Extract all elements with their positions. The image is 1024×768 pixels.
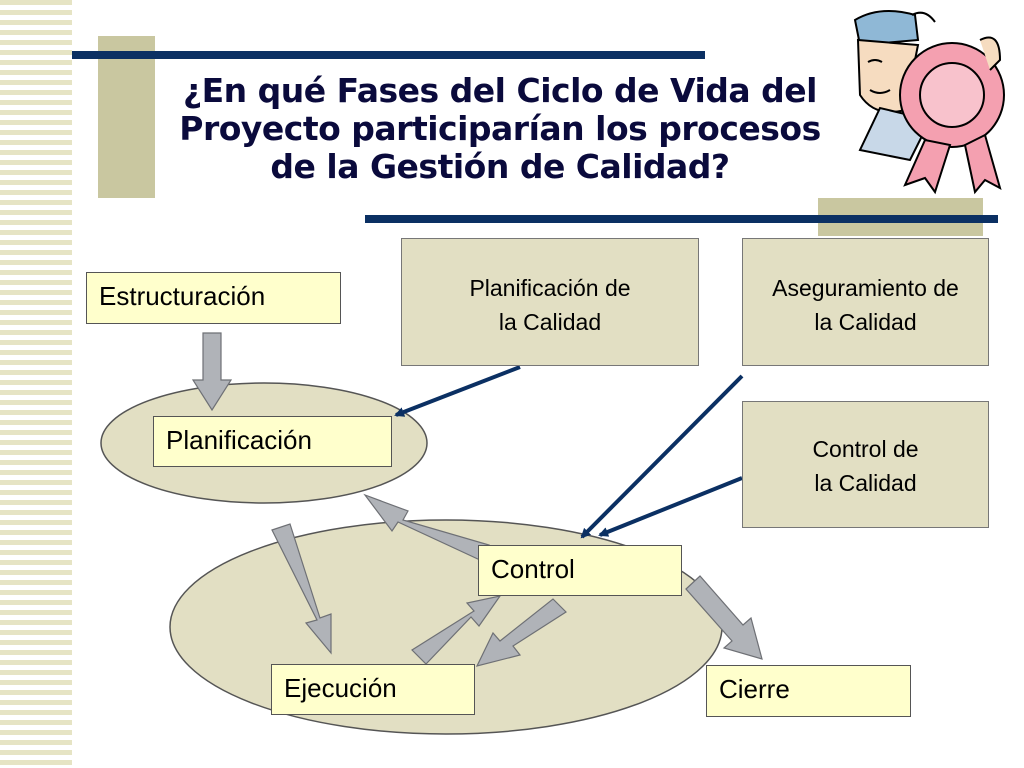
phase-cierre: Cierre	[706, 665, 911, 717]
accent-block-left	[98, 36, 155, 198]
phase-control: Control	[478, 545, 682, 596]
process-control-calidad-line2: la Calidad	[814, 470, 917, 496]
title-line-2: Proyecto participarían los procesos	[179, 109, 821, 148]
phase-estructuracion: Estructuración	[86, 272, 341, 324]
phase-planificacion: Planificación	[153, 416, 392, 467]
striped-margin	[0, 0, 72, 768]
award-ribbon-man-icon	[853, 10, 1005, 195]
title-rule-top	[72, 51, 705, 59]
arrow-ejecucion-to-control	[411, 595, 502, 665]
process-aseguramiento-calidad: Aseguramiento de la Calidad	[742, 238, 989, 366]
page-title: ¿En qué Fases del Ciclo de Vida del Proy…	[130, 72, 870, 186]
arrow-estructuracion-to-planificacion	[191, 332, 233, 412]
process-aseguramiento-calidad-line1: Aseguramiento de	[772, 275, 959, 301]
process-control-calidad-line1: Control de	[812, 436, 919, 462]
process-planificacion-calidad-line1: Planificación de	[469, 275, 631, 301]
arrow-control-calidad-to-control	[598, 476, 743, 537]
title-line-1: ¿En qué Fases del Ciclo de Vida del	[182, 71, 818, 110]
phase-ejecucion: Ejecución	[271, 664, 475, 715]
arrow-planificacion-to-ejecucion	[271, 523, 332, 655]
arrow-control-to-cierre	[685, 575, 763, 660]
title-line-3: de la Gestión de Calidad?	[270, 147, 730, 186]
arrow-planificacion-calidad-to-planificacion	[394, 365, 521, 417]
arrow-control-to-ejecucion	[475, 598, 567, 667]
arrow-aseguramiento-to-control	[580, 374, 744, 539]
arrow-control-to-planificacion	[363, 493, 490, 561]
process-planificacion-calidad-line2: la Calidad	[498, 309, 602, 335]
process-control-calidad: Control de la Calidad	[742, 401, 989, 528]
title-rule-bottom	[365, 215, 998, 223]
process-aseguramiento-calidad-line2: la Calidad	[814, 309, 917, 335]
process-planificacion-calidad: Planificación de la Calidad	[401, 238, 699, 366]
